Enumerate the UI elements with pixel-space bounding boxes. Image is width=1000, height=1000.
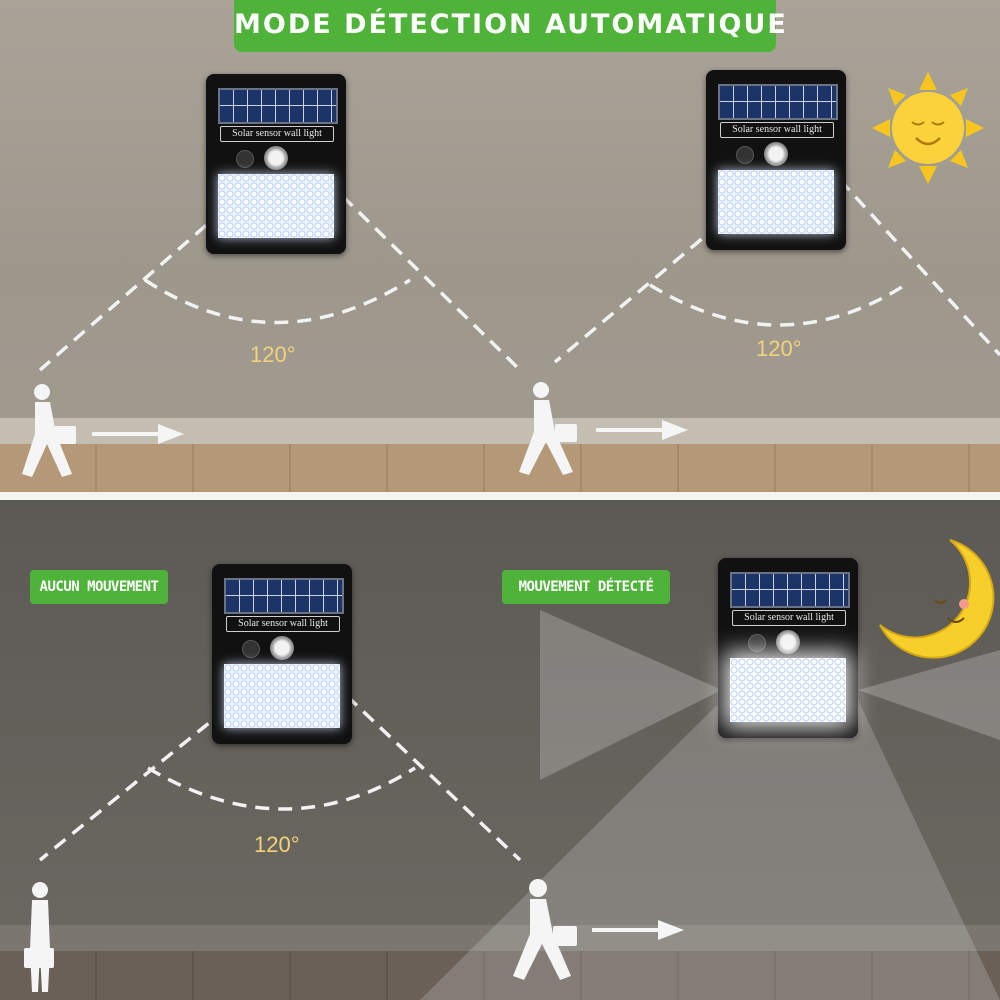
product-label: Solar sensor wall light <box>220 126 334 142</box>
light-sensor <box>748 634 766 652</box>
product-label: Solar sensor wall light <box>732 610 846 626</box>
arrow-right-icon <box>92 424 184 444</box>
solar-wall-light-lit: Solar sensor wall light <box>718 558 858 738</box>
solar-wall-light: Solar sensor wall light <box>212 564 352 744</box>
baseboard <box>0 925 1000 951</box>
motion-sensor <box>776 630 800 654</box>
light-sensor <box>242 640 260 658</box>
walking-person-icon <box>519 382 577 475</box>
walking-person-icon <box>22 384 76 477</box>
walking-person-icon <box>513 879 577 980</box>
light-sensor <box>236 150 254 168</box>
solar-panel <box>218 88 338 124</box>
motion-sensor <box>270 636 294 660</box>
led-panel <box>718 170 834 234</box>
solar-panel <box>718 84 838 120</box>
led-panel <box>730 658 846 722</box>
solar-wall-light: Solar sensor wall light <box>706 70 846 250</box>
detection-angle-label: 120° <box>250 342 296 367</box>
solar-panel <box>224 578 344 614</box>
moon-icon <box>879 539 995 659</box>
led-panel <box>218 174 334 238</box>
badge-motion-detected: MOUVEMENT DÉTECTÉ <box>502 570 670 604</box>
badge-no-motion: AUCUN MOUVEMENT <box>30 570 168 604</box>
detection-angle-label: 120° <box>756 336 802 361</box>
arrow-right-icon <box>596 420 688 440</box>
standing-person-icon <box>24 882 54 992</box>
mode-banner: MODE DÉTECTION AUTOMATIQUE <box>234 0 786 52</box>
light-sensor <box>736 146 754 164</box>
light-beam <box>420 610 1000 1000</box>
solar-panel <box>730 572 850 608</box>
led-panel <box>224 664 340 728</box>
divider <box>0 492 1000 500</box>
product-label: Solar sensor wall light <box>720 122 834 138</box>
sun-icon <box>872 72 984 184</box>
solar-wall-light: Solar sensor wall light <box>206 74 346 254</box>
product-label: Solar sensor wall light <box>226 616 340 632</box>
motion-sensor <box>764 142 788 166</box>
detection-angle-label: 120° <box>254 832 300 857</box>
wood-floor <box>0 444 1000 492</box>
motion-sensor <box>264 146 288 170</box>
wood-floor <box>0 951 1000 1000</box>
arrow-right-icon <box>592 920 684 940</box>
